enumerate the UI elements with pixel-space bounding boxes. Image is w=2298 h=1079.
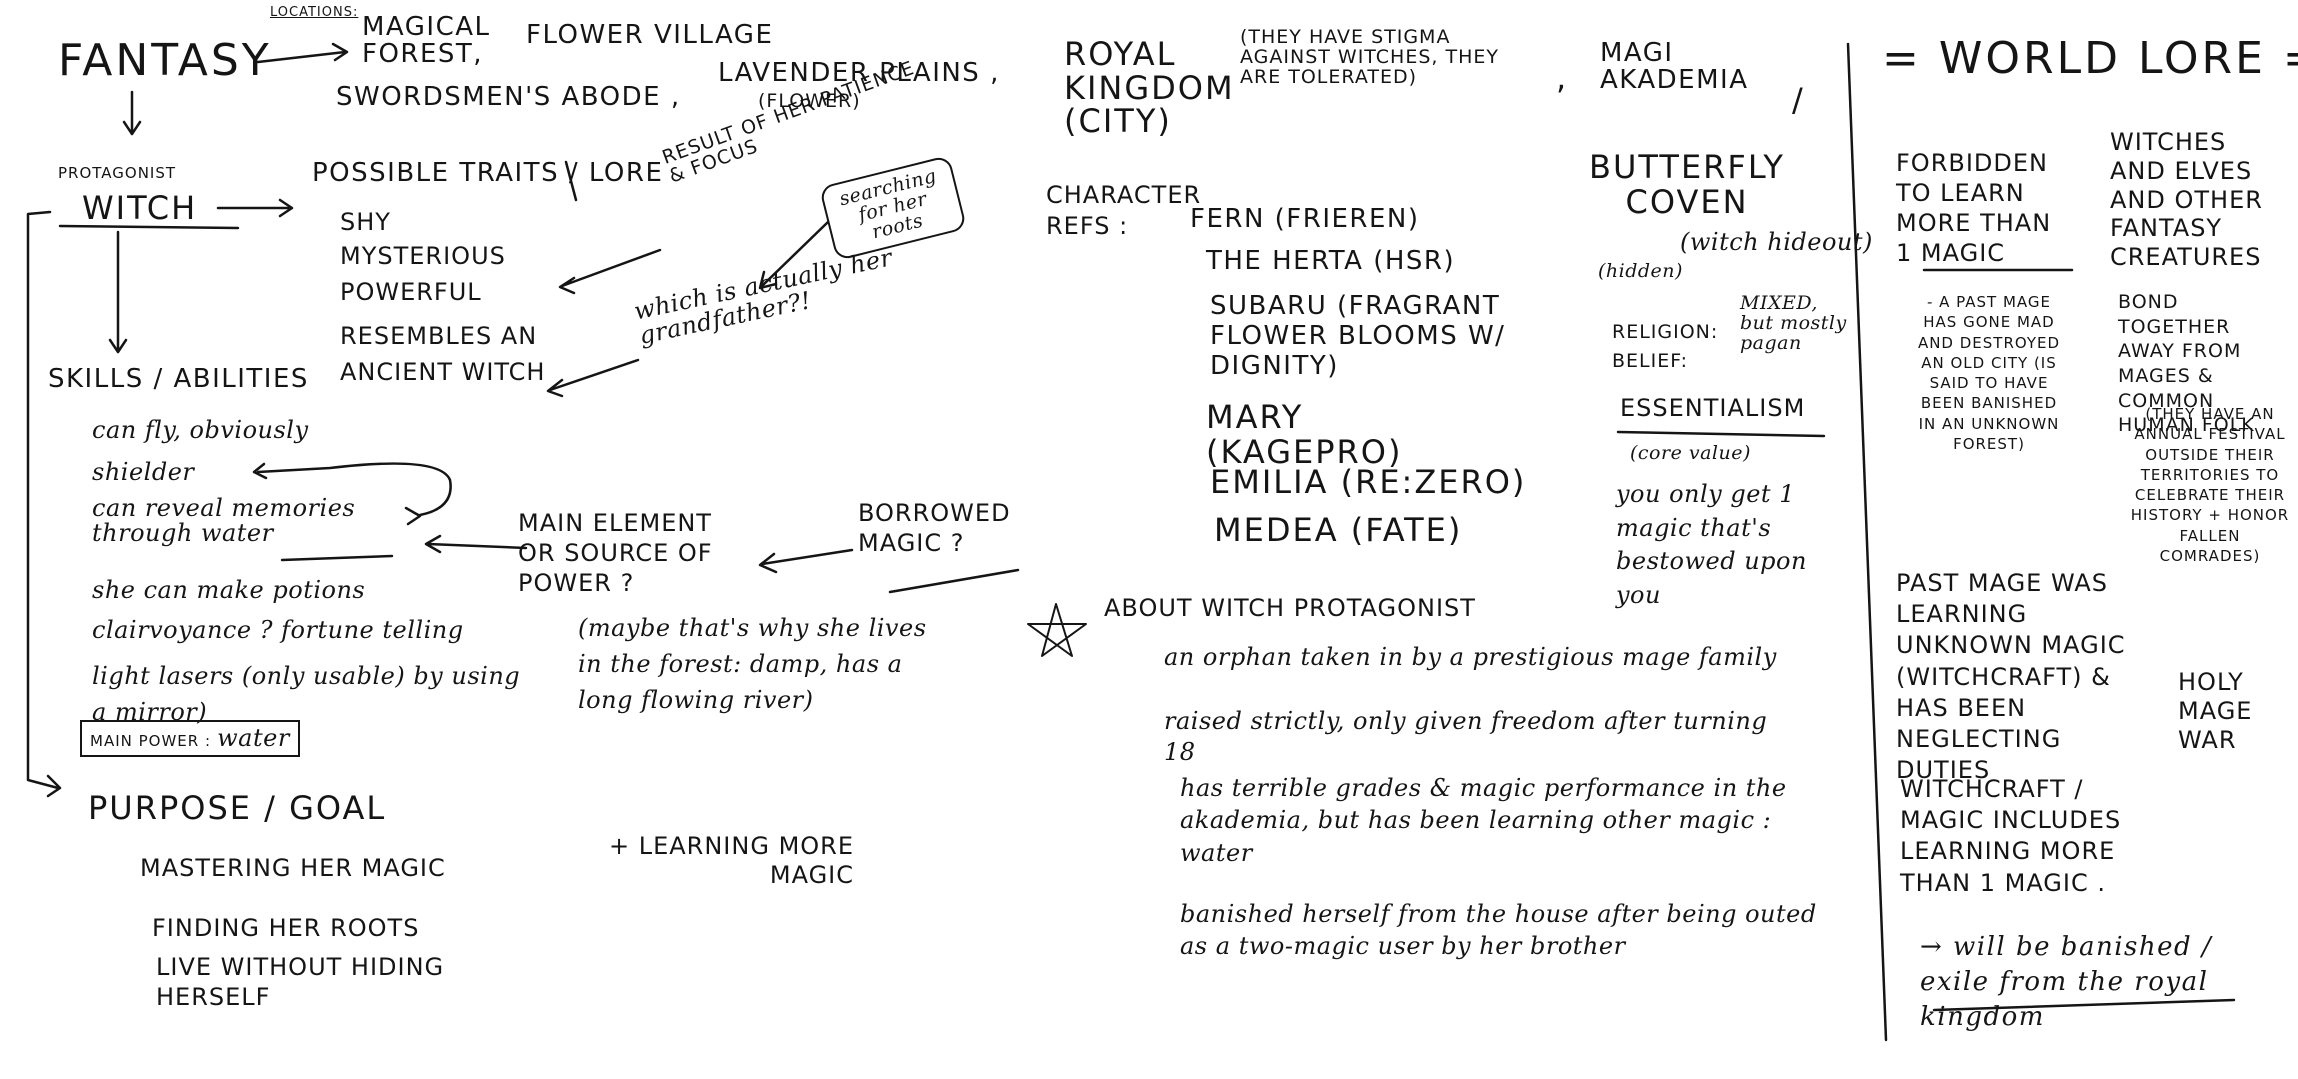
royal-kingdom-note: (THEY HAVE STIGMA AGAINST WITCHES, THEY … xyxy=(1240,26,1499,88)
learning-more-magic: + LEARNING MORE MAGIC xyxy=(608,832,854,889)
skill-item: she can make potions xyxy=(92,576,366,604)
purpose-item: FINDING HER ROOTS xyxy=(152,914,420,942)
lore-past-mage-mad: - A PAST MAGE HAS GONE MAD AND DESTROYED… xyxy=(1917,293,2061,453)
borrowed-magic-note: BORROWED MAGIC ? xyxy=(858,499,1011,557)
trait-item: POWERFUL xyxy=(340,278,482,306)
skill-item: light lasers (only usable) by using a mi… xyxy=(92,662,521,726)
skill-item: clairvoyance ? fortune telling xyxy=(92,616,464,644)
character-ref-item: EMILIA (RE:ZERO) xyxy=(1210,463,1527,501)
lore-bond-together: BOND TOGETHER AWAY FROM MAGES & COMMON H… xyxy=(2118,291,2255,437)
skill-item: can fly, obviously xyxy=(92,416,309,444)
location-royal-kingdom: ROYAL KINGDOM (CITY) xyxy=(1064,35,1235,141)
lore-forbidden: FORBIDDEN TO LEARN MORE THAN 1 MAGIC xyxy=(1896,149,2052,267)
forest-reason-note: (maybe that's why she lives in the fores… xyxy=(578,614,927,714)
core-value-label: (core value) xyxy=(1630,442,1751,464)
purpose-item: MASTERING HER MAGIC xyxy=(140,854,446,882)
traits-title: POSSIBLE TRAITS / LORE xyxy=(312,158,664,188)
about-item: has terrible grades & magic performance … xyxy=(1180,774,1787,867)
character-ref-item: FERN (FRIEREN) xyxy=(1190,204,1420,234)
location-magi-akademia: MAGI AKADEMIA xyxy=(1600,38,1749,96)
world-lore-title: = WORLD LORE = xyxy=(1882,33,2298,84)
religion-value: MIXED, but mostly pagan xyxy=(1740,292,1847,354)
main-element-note: MAIN ELEMENT or SOURCE OF POWER ? xyxy=(518,509,713,597)
skill-item: can reveal memories through water xyxy=(92,494,356,548)
skill-item: shielder xyxy=(92,458,195,486)
lore-holy-mage-war: HOLY MAGE WAR xyxy=(2178,668,2253,754)
about-item: an orphan taken in by a prestigious mage… xyxy=(1164,643,1777,671)
core-value-desc: you only get 1 magic that's bestowed upo… xyxy=(1616,480,1807,609)
location-magical-forest: MAGICAL FOREST, xyxy=(362,12,491,70)
lore-past-mage-learning: PAST MAGE WAS LEARNING UNKNOWN MAGIC (WI… xyxy=(1896,569,2126,785)
main-power-box: MAIN POWER : water xyxy=(80,720,300,758)
trait-item: SHY xyxy=(340,208,391,236)
location-lavender-plains: LAVENDER PLAINS , xyxy=(718,58,1000,88)
character-ref-item: THE HERTA (HSR) xyxy=(1206,246,1456,276)
lore-witchcraft: WITCHCRAFT / MAGIC includes learning mor… xyxy=(1900,775,2122,897)
locations-label: LOCATIONS: xyxy=(270,5,359,20)
witch-label: WITCH xyxy=(82,189,198,227)
trait-item: RESEMBLES AN ANCIENT WITCH xyxy=(340,322,546,386)
character-ref-item: MEDEA (FATE) xyxy=(1214,511,1463,549)
coven-subtitle: (witch hideout) xyxy=(1680,228,1873,256)
comma: , xyxy=(1556,59,1569,97)
character-refs-title: CHARACTER REFS : xyxy=(1046,181,1202,241)
about-item: raised strictly, only given freedom afte… xyxy=(1164,707,1768,767)
coven-hidden: (hidden) xyxy=(1598,260,1683,282)
location-flower-village: FLOWER VILLAGE xyxy=(526,20,774,50)
lore-witches-elves: WITCHES AND ELVES AND OTHER FANTASY CREA… xyxy=(2110,128,2263,272)
belief-title: ESSENTIALISM xyxy=(1620,394,1806,422)
main-power-label: MAIN POWER : xyxy=(90,732,212,750)
about-item: banished herself from the house after be… xyxy=(1180,900,1817,961)
location-swordsmens-abode: SWORDSMEN'S ABODE , xyxy=(336,82,681,112)
religion-label: RELIGION: BELIEF: xyxy=(1612,321,1719,373)
lavender-flower-note: (FLOWER) xyxy=(758,90,861,112)
about-title: ABOUT WITCH PROTAGONIST xyxy=(1104,594,1476,622)
skills-title: SKILLS / ABILITIES xyxy=(48,364,309,394)
lore-banished: → will be banished / exile from the roya… xyxy=(1920,932,2213,1033)
lore-festival: (THEY HAVE AN ANNUAL FESTIVAL OUTSIDE TH… xyxy=(2130,405,2290,565)
character-ref-item: SUBARU (FRAGRANT FLOWER BLOOMS W/ DIGNIT… xyxy=(1210,291,1506,381)
coven-title: BUTTERFLY COVEN xyxy=(1589,148,1785,222)
protagonist-label: PROTAGONIST xyxy=(58,164,177,182)
purpose-title: PURPOSE / GOAL xyxy=(88,789,387,827)
fantasy-title: FANTASY xyxy=(58,35,272,86)
character-ref-item: MARY (KAGEPRO) xyxy=(1206,398,1403,472)
purpose-item: LIVE WITHOUT HIDING HERSELF xyxy=(156,953,445,1011)
main-power-value: water xyxy=(217,724,290,752)
trait-item: MYSTERIOUS xyxy=(340,242,506,270)
slash: / xyxy=(1792,81,1805,119)
